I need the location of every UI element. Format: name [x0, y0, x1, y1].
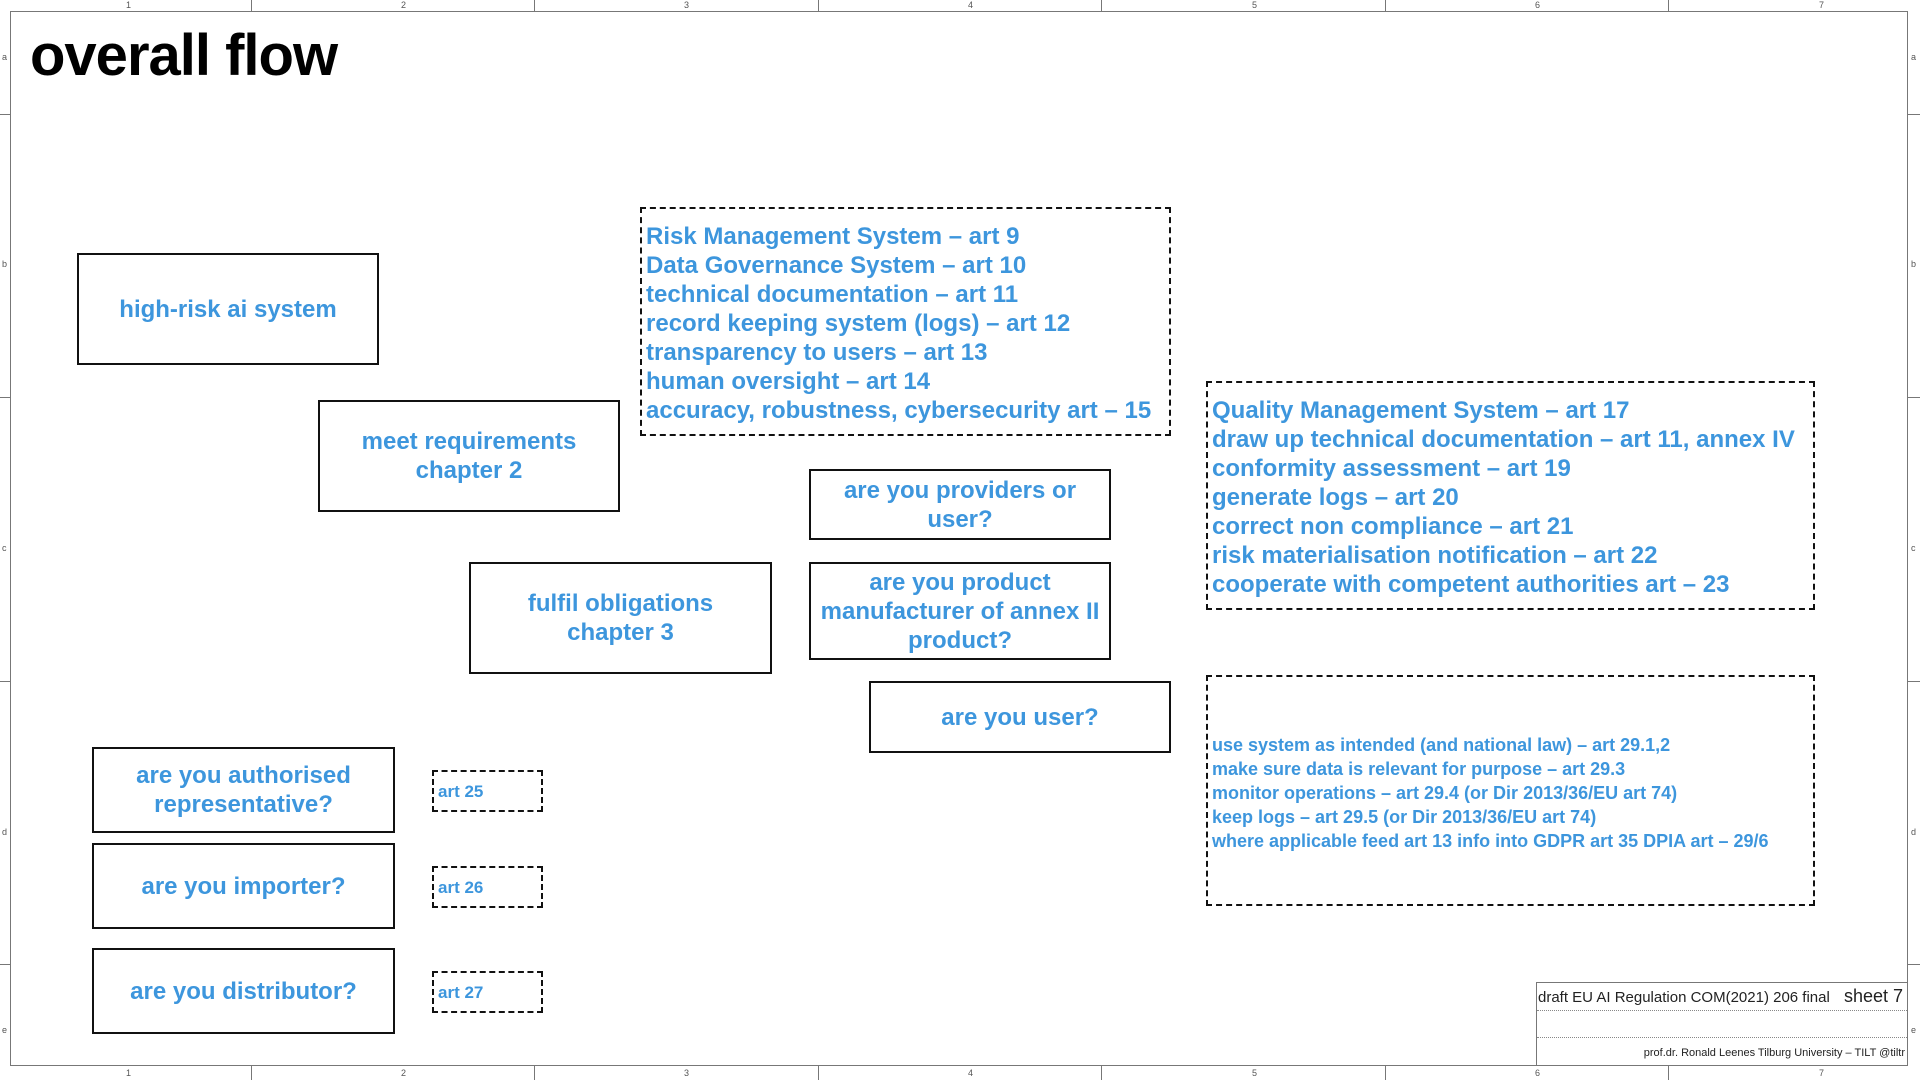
frame-tick: [251, 0, 252, 11]
high-risk-ai-system-box: high-risk ai system: [77, 253, 379, 365]
provider-obligation-item: cooperate with competent authorities art…: [1212, 571, 1730, 598]
row-label: e: [2, 1025, 8, 1035]
frame-tick: [0, 964, 10, 965]
row-label: d: [1911, 827, 1917, 837]
column-label: 4: [968, 0, 974, 10]
column-label: 5: [1252, 0, 1258, 10]
divider: [1537, 1037, 1907, 1038]
user-obligation-item: use system as intended (and national law…: [1212, 735, 1671, 755]
column-label: 6: [1535, 0, 1541, 10]
column-label: 2: [401, 1068, 407, 1078]
frame-tick: [534, 1066, 535, 1080]
user-obligations-list: use system as intended (and national law…: [1206, 675, 1815, 906]
divider: [1537, 1010, 1907, 1011]
meet-requirements-label: meet requirements chapter 2: [361, 428, 577, 484]
frame-tick: [818, 1066, 819, 1080]
requirements-list: Risk Management System – art 9 Data Gove…: [640, 207, 1171, 436]
column-label: 4: [968, 1068, 974, 1078]
providers-or-user-box: are you providers or user?: [809, 469, 1111, 540]
frame-tick: [1385, 1066, 1386, 1080]
column-label: 5: [1252, 1068, 1258, 1078]
user-obligation-item: make sure data is relevant for purpose –…: [1212, 759, 1626, 779]
provider-obligation-item: risk materialisation notification – art …: [1212, 542, 1658, 569]
distributor-box: are you distributor?: [92, 948, 395, 1034]
user-obligation-item: monitor operations – art 29.4 (or Dir 20…: [1212, 783, 1678, 803]
product-manufacturer-box: are you product manufacturer of annex II…: [809, 562, 1111, 660]
row-label: d: [2, 827, 8, 837]
row-label: e: [1911, 1025, 1917, 1035]
frame-tick: [0, 681, 10, 682]
sheet-frame: [10, 11, 1908, 1066]
row-label: c: [1911, 543, 1916, 553]
column-label: 7: [1819, 1068, 1825, 1078]
requirement-item: Risk Management System – art 9: [646, 223, 1020, 250]
frame-tick: [251, 1066, 252, 1080]
frame-tick: [1908, 681, 1920, 682]
document-reference: draft EU AI Regulation COM(2021) 206 fin…: [1538, 989, 1830, 1006]
frame-tick: [1385, 0, 1386, 11]
provider-obligations-list: Quality Management System – art 17 draw …: [1206, 381, 1815, 610]
fulfil-obligations-box: fulfil obligations chapter 3: [469, 562, 772, 674]
provider-obligation-item: conformity assessment – art 19: [1212, 455, 1571, 482]
art-27-ref: art 27: [432, 971, 543, 1013]
frame-tick: [1908, 397, 1920, 398]
frame-tick: [818, 0, 819, 11]
frame-tick: [0, 397, 10, 398]
requirement-item: technical documentation – art 11: [646, 281, 1019, 308]
row-label: c: [2, 543, 7, 553]
requirement-item: accuracy, robustness, cybersecurity art …: [646, 397, 1152, 424]
column-label: 2: [401, 0, 407, 10]
product-manufacturer-label: are you product manufacturer of annex II…: [820, 568, 1100, 654]
frame-tick: [1908, 964, 1920, 965]
column-label: 1: [126, 1068, 132, 1078]
user-obligation-item: where applicable feed art 13 info into G…: [1212, 831, 1769, 851]
author-credit: prof.dr. Ronald Leenes Tilburg Universit…: [1643, 1047, 1905, 1059]
frame-tick: [1668, 0, 1669, 11]
page-title: overall flow: [30, 23, 338, 88]
user-obligation-item: keep logs – art 29.5 (or Dir 2013/36/EU …: [1212, 807, 1597, 827]
frame-tick: [534, 0, 535, 11]
frame-tick: [0, 114, 10, 115]
fulfil-obligations-label: fulfil obligations chapter 3: [527, 590, 714, 646]
art-25-ref: art 25: [432, 770, 543, 812]
authorised-representative-label: are you authorised representative?: [136, 762, 351, 818]
frame-tick: [1101, 0, 1102, 11]
meet-requirements-box: meet requirements chapter 2: [318, 400, 620, 512]
requirement-item: transparency to users – art 13: [646, 339, 988, 366]
requirement-item: Data Governance System – art 10: [646, 252, 1027, 279]
row-label: a: [1911, 52, 1917, 62]
row-label: a: [2, 52, 8, 62]
column-label: 7: [1819, 0, 1825, 10]
requirement-item: human oversight – art 14: [646, 368, 931, 395]
art-26-ref: art 26: [432, 866, 543, 908]
column-label: 1: [126, 0, 132, 10]
provider-obligation-item: Quality Management System – art 17: [1212, 397, 1630, 424]
authorised-representative-box: are you authorised representative?: [92, 747, 395, 833]
requirement-item: record keeping system (logs) – art 12: [646, 310, 1071, 337]
title-block: draft EU AI Regulation COM(2021) 206 fin…: [1536, 982, 1908, 1066]
row-label: b: [2, 259, 8, 269]
provider-obligation-item: draw up technical documentation – art 11…: [1212, 426, 1795, 453]
sheet-number: sheet 7: [1843, 986, 1903, 1006]
provider-obligation-item: generate logs – art 20: [1212, 484, 1459, 511]
column-label: 3: [684, 0, 690, 10]
row-label: b: [1911, 259, 1917, 269]
column-label: 6: [1535, 1068, 1541, 1078]
frame-tick: [1101, 1066, 1102, 1080]
importer-box: are you importer?: [92, 843, 395, 929]
are-you-user-box: are you user?: [869, 681, 1171, 753]
frame-tick: [1668, 1066, 1669, 1080]
frame-tick: [1908, 114, 1920, 115]
provider-obligation-item: correct non compliance – art 21: [1212, 513, 1574, 540]
column-label: 3: [684, 1068, 690, 1078]
